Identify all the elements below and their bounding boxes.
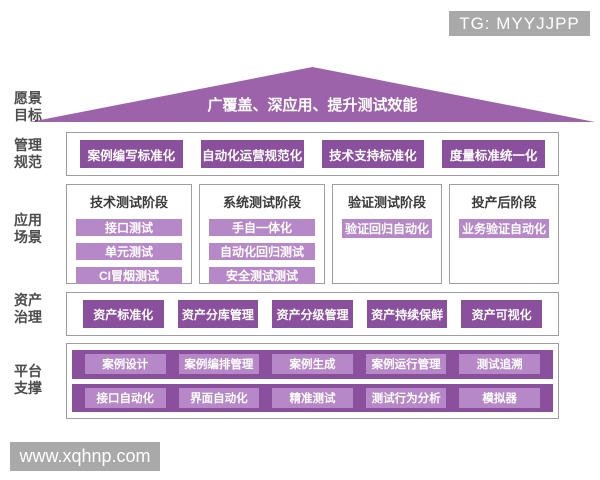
column-title: 技术测试阶段 <box>89 195 168 210</box>
column-title: 验证测试阶段 <box>347 195 426 210</box>
management-panel: 案例编写标准化 自动化运营规范化 技术支持标准化 度量标准统一化 <box>66 132 559 176</box>
row-label-platform: 平台 支撑 <box>14 363 42 396</box>
application-panel: 技术测试阶段 接口测试 单元测试 CI冒烟测试 系统测试阶段 手自一体化 自动化… <box>66 184 559 284</box>
platform-item: 案例运行管理 <box>365 354 447 375</box>
management-item: 案例编写标准化 <box>80 140 183 168</box>
application-column-production: 投产后阶段 业务验证自动化 <box>449 184 559 284</box>
platform-row-1: 案例设计 案例编排管理 案例生成 案例运行管理 测试追溯 <box>72 350 553 379</box>
application-item: 业务验证自动化 <box>459 219 549 238</box>
platform-item: 模拟器 <box>459 387 540 408</box>
platform-item: 案例编排管理 <box>178 354 260 375</box>
asset-item: 资产分级管理 <box>272 300 353 328</box>
management-item: 度量标准统一化 <box>442 140 545 168</box>
platform-item: 案例生成 <box>272 354 353 375</box>
application-item: 手自一体化 <box>209 219 315 236</box>
row-label-asset: 资产 治理 <box>14 292 42 325</box>
application-column-tech: 技术测试阶段 接口测试 单元测试 CI冒烟测试 <box>66 184 192 284</box>
management-item: 技术支持标准化 <box>321 140 425 168</box>
application-column-verify: 验证测试阶段 验证回归自动化 <box>332 184 442 284</box>
application-column-system: 系统测试阶段 手自一体化 自动化回归测试 安全测试测试 <box>199 184 325 284</box>
tg-badge: TG: MYYJJPP <box>449 11 590 36</box>
platform-item: 界面自动化 <box>178 387 260 408</box>
vision-roof: 广覆盖、深应用、提升测试效能 <box>30 67 595 122</box>
column-title: 系统测试阶段 <box>222 195 301 210</box>
platform-item: 精准测试 <box>272 387 353 408</box>
application-item: 接口测试 <box>76 219 182 236</box>
application-item: 单元测试 <box>76 243 182 260</box>
platform-item: 测试行为分析 <box>365 387 447 408</box>
row-label-application: 应用 场景 <box>14 212 42 245</box>
platform-item: 测试追溯 <box>459 354 540 375</box>
platform-panel: 案例设计 案例编排管理 案例生成 案例运行管理 测试追溯 接口自动化 界面自动化… <box>66 343 559 419</box>
management-item: 自动化运营规范化 <box>200 140 304 168</box>
asset-item: 资产标准化 <box>83 300 164 328</box>
platform-item: 接口自动化 <box>85 387 166 408</box>
vision-slogan: 广覆盖、深应用、提升测试效能 <box>207 97 418 114</box>
application-item: 自动化回归测试 <box>209 243 315 260</box>
column-title: 投产后阶段 <box>471 195 537 210</box>
row-label-management: 管理 规范 <box>14 137 42 170</box>
row-label-vision: 愿景 目标 <box>14 90 42 123</box>
platform-row-2: 接口自动化 界面自动化 精准测试 测试行为分析 模拟器 <box>72 383 553 412</box>
platform-item: 案例设计 <box>85 354 166 375</box>
asset-panel: 资产标准化 资产分库管理 资产分级管理 资产持续保鲜 资产可视化 <box>66 292 559 336</box>
asset-item: 资产可视化 <box>461 300 542 328</box>
application-item: 验证回归自动化 <box>342 219 432 238</box>
asset-item: 资产持续保鲜 <box>366 300 448 328</box>
watermark: www.xqhnp.com <box>10 442 160 471</box>
asset-item: 资产分库管理 <box>177 300 259 328</box>
application-item: 安全测试测试 <box>209 267 315 284</box>
application-item: CI冒烟测试 <box>76 267 182 284</box>
